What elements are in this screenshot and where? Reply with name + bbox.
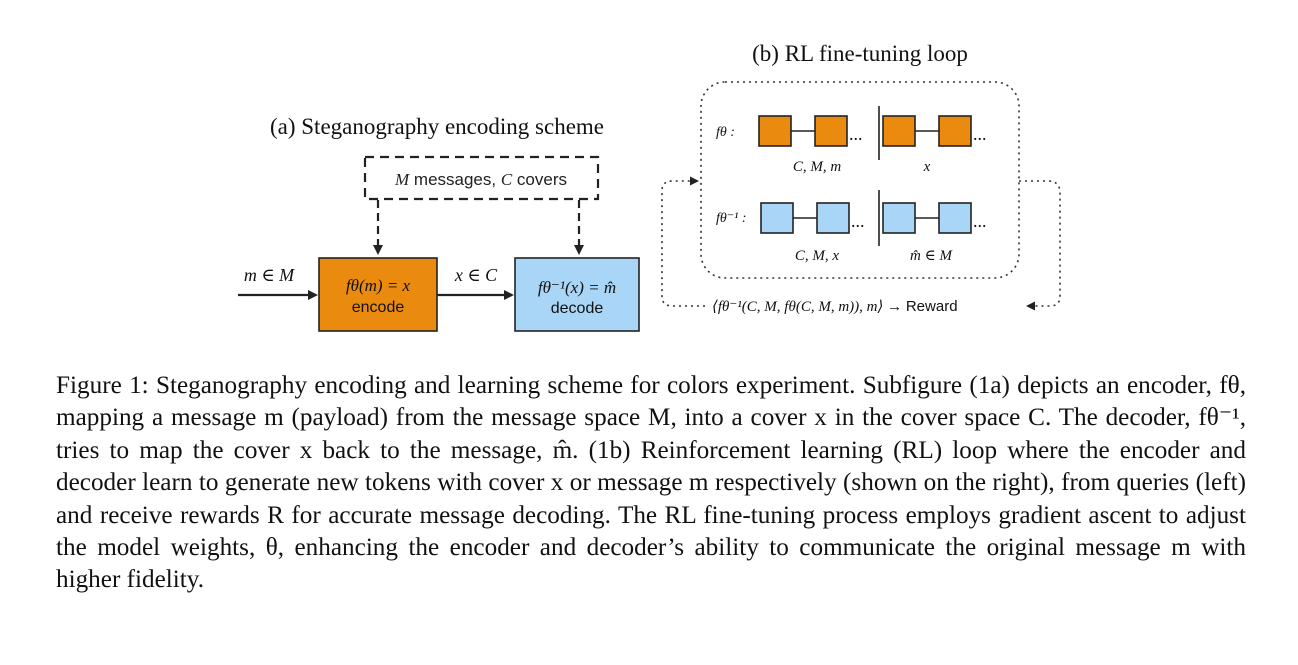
messages-covers-label: M messages, C covers [394, 170, 567, 189]
encoder-token-2 [814, 115, 848, 147]
figure-caption: Figure 1: Steganography encoding and lea… [56, 370, 1246, 597]
input-message-label: m ∈ M [244, 265, 295, 285]
decoder-label: decode [551, 300, 604, 317]
reward-loop-left [661, 176, 705, 307]
decoder-ellipsis-2: ... [973, 211, 987, 231]
decoder-token-3 [882, 202, 916, 234]
encoder-token-3 [882, 115, 916, 147]
encoder-token-1 [758, 115, 792, 147]
decoder-ellipsis-1: ... [851, 211, 865, 231]
encoder-token-4 [938, 115, 972, 147]
reward-loop-right [1019, 180, 1061, 311]
rl-loop-frame [700, 81, 1020, 279]
figure-1-diagram: (a) Steganography encoding scheme M mess… [238, 41, 1061, 332]
caption-text: Steganography encoding and learning sche… [56, 372, 1246, 594]
decoder-token-1 [760, 202, 794, 234]
decoder-formula: fθ⁻¹(x) = m̂ [538, 278, 616, 297]
row2-response-caption: m̂ ∈ M [910, 248, 953, 264]
encoder-formula: fθ(m) = x [346, 276, 411, 295]
decoder-box [514, 257, 640, 332]
decoder-token-4 [938, 202, 972, 234]
encoder-ellipsis-1: ... [849, 124, 863, 144]
caption-label: Figure 1: [56, 372, 149, 399]
decoder-token-2 [816, 202, 850, 234]
subfigure-b-title: (b) RL fine-tuning loop [752, 41, 968, 66]
row-encoder-label: fθ : [716, 125, 735, 140]
row1-query-caption: C, M, m [793, 159, 842, 175]
subfigure-a: (a) Steganography encoding scheme M mess… [238, 114, 640, 332]
reward-formula: ⟨fθ⁻¹(C, M, fθ(C, M, m)), m⟩ → Reward [712, 298, 958, 315]
row-decoder-label: fθ⁻¹ : [716, 211, 747, 226]
messages-covers-box [363, 155, 600, 201]
subfigure-a-title: (a) Steganography encoding scheme [270, 114, 604, 139]
subfigure-b: (b) RL fine-tuning loop fθ : ... ... C, … [661, 41, 1061, 315]
cover-label: x ∈ C [454, 265, 498, 285]
row1-response-caption: x [923, 159, 931, 175]
row2-query-caption: C, M, x [795, 248, 840, 264]
encoder-box [318, 257, 438, 332]
encoder-label: encode [352, 299, 405, 316]
encoder-ellipsis-2: ... [973, 124, 987, 144]
